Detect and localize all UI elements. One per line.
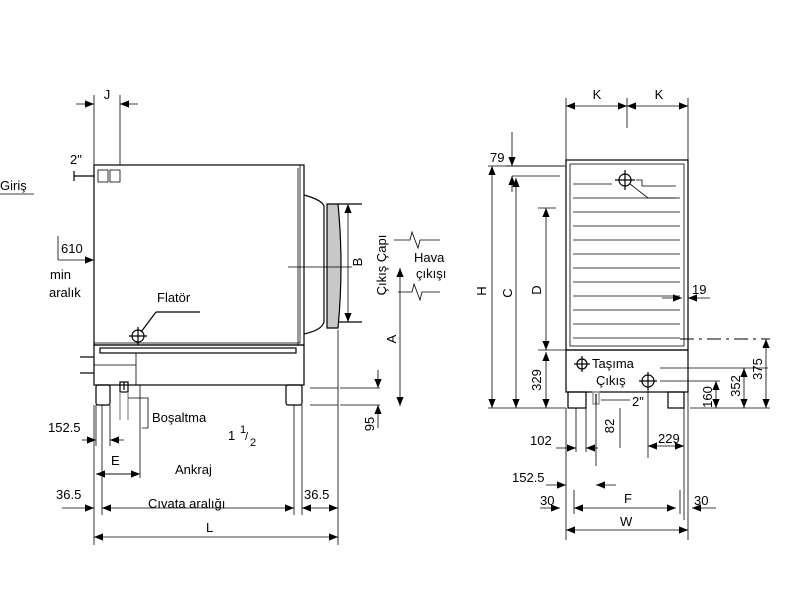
dim-right-heights: 375 352 160 — [690, 339, 770, 409]
dim-A: A — [384, 268, 404, 406]
outlet-symbol — [639, 372, 657, 390]
dim-36-5-left-label: 36.5 — [56, 487, 81, 502]
outlet-label: Çıkış — [596, 373, 626, 388]
carry-label: Taşıma — [592, 356, 635, 371]
drain-label: Boşaltma — [152, 410, 207, 425]
dim-F: 30 F 30 — [540, 350, 716, 540]
dim-229: 229 — [647, 388, 685, 520]
dim-152-5-left: 152.5 — [48, 405, 124, 446]
front-leg-left — [567, 391, 587, 409]
dim-160-label: 160 — [700, 386, 715, 408]
dim-L-label: L — [206, 520, 213, 535]
side-view — [73, 164, 380, 420]
dim-clearance: 610 min aralık — [49, 236, 94, 300]
dim-82-label: 82 — [602, 419, 617, 433]
clearance-min: min — [50, 267, 71, 282]
dim-152-5-right: 152.5 — [512, 470, 616, 489]
dim-B: B Çıkış Çapı — [344, 204, 389, 322]
dim-375-label: 375 — [750, 358, 765, 380]
drain-callout: Boşaltma 1 1 / 2 — [128, 397, 256, 449]
air-label: Hava — [414, 250, 445, 265]
dim-79: 79 — [490, 132, 564, 192]
dim-J-label: J — [104, 87, 111, 102]
front-cabinet — [565, 159, 689, 351]
drain-size-whole: 1 — [228, 428, 235, 443]
dim-K-right-label: K — [655, 87, 664, 102]
leg-right — [285, 384, 303, 406]
dim-W: W — [566, 514, 688, 534]
dim-82: 82 — [595, 404, 621, 466]
dim-329: 329 — [529, 352, 550, 408]
louvres — [573, 183, 680, 339]
dim-J: J — [76, 87, 138, 165]
inlet-label: Giriş — [0, 178, 27, 193]
dim-F-label: F — [624, 491, 632, 506]
dim-352-label: 352 — [728, 375, 743, 397]
dim-K-left-label: K — [593, 87, 602, 102]
dim-79-label: 79 — [490, 150, 504, 165]
dim-95-label: 95 — [362, 417, 377, 431]
dim-152-5-right-label: 152.5 — [512, 470, 545, 485]
dim-102-label: 102 — [530, 433, 552, 448]
dim-H-label: H — [474, 286, 489, 295]
clearance-value: 610 — [61, 241, 83, 256]
front-leg-right — [667, 391, 685, 409]
dim-C-label: C — [500, 288, 515, 297]
outlet-diameter-label: Çıkış Çapı — [374, 235, 389, 296]
float-symbol — [129, 311, 200, 345]
dim-K: K K — [565, 87, 689, 160]
leg-left — [95, 384, 111, 406]
dim-102: 102 — [530, 408, 598, 452]
clearance-aralik: aralık — [49, 285, 81, 300]
dim-D: D — [529, 207, 566, 351]
dim-E: E — [93, 385, 141, 545]
dim-95: 95 — [362, 370, 382, 431]
dim-W-label: W — [620, 514, 633, 529]
float-label: Flatör — [157, 290, 191, 305]
carry-symbol — [574, 356, 590, 372]
dim-C: C — [500, 178, 520, 408]
front-float-symbol — [615, 170, 676, 199]
anchor-label: Ankraj — [175, 462, 212, 477]
air-outlet-callout: Hava çıkışı — [394, 230, 446, 302]
dim-B-label: B — [350, 258, 365, 267]
outlet-size-label: 2" — [632, 394, 644, 409]
fan-housing — [303, 194, 325, 335]
dim-36-5-right-label: 36.5 — [304, 487, 329, 502]
dim-19-label: 19 — [692, 282, 706, 297]
dim-152-5-left-label: 152.5 — [48, 420, 81, 435]
cabinet-body — [93, 164, 305, 346]
svg-text:/: / — [245, 431, 249, 443]
drain-size-den: 2 — [250, 437, 256, 449]
bolt-spacing-label: Cıvata aralığı — [148, 496, 225, 511]
dim-A-label: A — [384, 334, 399, 343]
dim-H: H — [474, 165, 566, 409]
cabinet-inner-edge — [93, 164, 301, 344]
dim-30-right-label: 30 — [694, 493, 708, 508]
dim-D-label: D — [529, 285, 544, 294]
dim-19: 19 — [662, 282, 710, 302]
dim-E-label: E — [111, 453, 120, 468]
dim-329-label: 329 — [529, 369, 544, 391]
dim-229-label: 229 — [658, 431, 680, 446]
drip-tray — [99, 347, 297, 354]
air-outlet-shroud — [326, 203, 342, 329]
inlet-size-label: 2" — [70, 152, 82, 167]
dim-bolt-spacing: 36.5 Cıvata aralığı 36.5 — [56, 330, 339, 545]
dim-L: L — [94, 520, 338, 541]
dim-30-left-label: 30 — [540, 493, 554, 508]
drain-size-num: 1 — [240, 424, 246, 436]
air-outlet-label: çıkışı — [416, 266, 446, 281]
